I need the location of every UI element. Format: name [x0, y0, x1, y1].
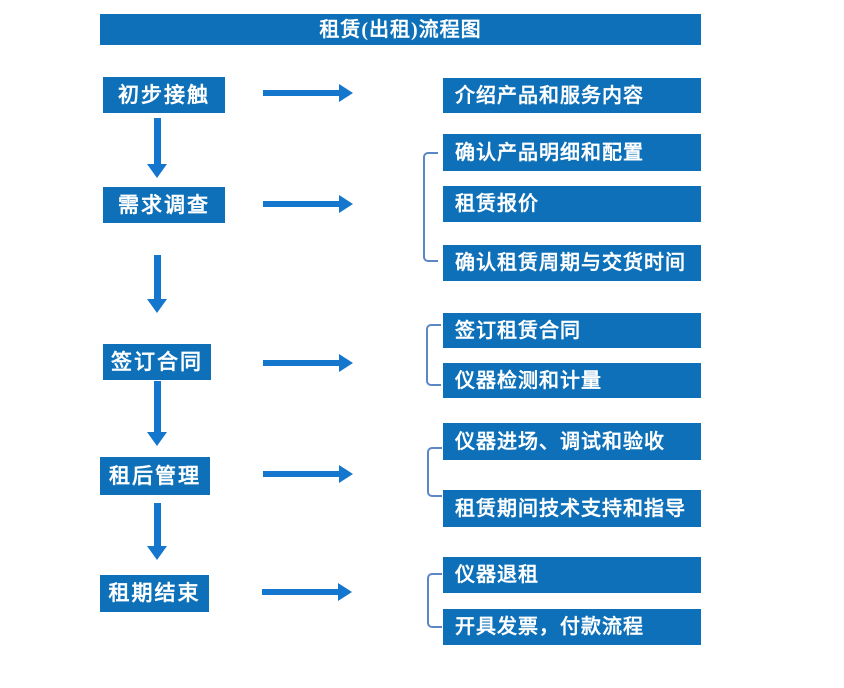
detail-box: 仪器退租 — [443, 557, 701, 593]
bracket-left-icon — [423, 152, 438, 262]
detail-box: 租赁报价 — [443, 186, 701, 222]
arrow-shaft — [153, 118, 161, 164]
arrow-shaft — [263, 201, 339, 207]
arrow-head — [339, 195, 353, 213]
arrow-shaft — [153, 255, 161, 299]
arrow-shaft — [262, 589, 338, 595]
arrow-head — [147, 432, 167, 446]
arrow-down-icon — [146, 255, 168, 313]
detail-box: 仪器检测和计量 — [443, 363, 701, 398]
step-box-5: 租期结束 — [100, 575, 209, 612]
arrow-head — [147, 546, 167, 560]
arrow-head — [339, 465, 353, 483]
step-box-1: 初步接触 — [103, 77, 225, 113]
arrow-shaft — [263, 471, 339, 477]
arrow-shaft — [263, 360, 339, 366]
arrow-right-icon — [263, 465, 353, 483]
arrow-shaft — [153, 503, 161, 546]
arrow-head — [147, 299, 167, 313]
detail-box: 确认租赁周期与交货时间 — [443, 245, 701, 281]
arrow-shaft — [153, 381, 161, 432]
arrow-right-icon — [263, 195, 353, 213]
arrow-down-icon — [146, 503, 168, 560]
flowchart-title: 租赁(出租)流程图 — [100, 14, 701, 45]
detail-box: 租赁期间技术支持和指导 — [443, 490, 701, 527]
detail-box: 签订租赁合同 — [443, 313, 701, 348]
arrow-head — [339, 354, 353, 372]
arrow-shaft — [263, 90, 339, 96]
step-box-2: 需求调查 — [103, 187, 225, 223]
arrow-down-icon — [146, 381, 168, 446]
arrow-head — [147, 164, 167, 178]
arrow-down-icon — [146, 118, 168, 178]
detail-box: 仪器进场、调试和验收 — [443, 423, 701, 460]
bracket-left-icon — [426, 324, 441, 386]
detail-box: 确认产品明细和配置 — [443, 134, 701, 171]
arrow-head — [339, 84, 353, 102]
step-box-4: 租后管理 — [100, 457, 210, 495]
arrow-right-icon — [263, 84, 353, 102]
step-box-3: 签订合同 — [103, 344, 211, 380]
arrow-right-icon — [262, 583, 352, 601]
detail-box: 介绍产品和服务内容 — [443, 78, 701, 113]
bracket-left-icon — [427, 447, 442, 497]
arrow-head — [338, 583, 352, 601]
arrow-right-icon — [263, 354, 353, 372]
detail-box: 开具发票，付款流程 — [443, 609, 701, 645]
bracket-left-icon — [427, 573, 442, 628]
